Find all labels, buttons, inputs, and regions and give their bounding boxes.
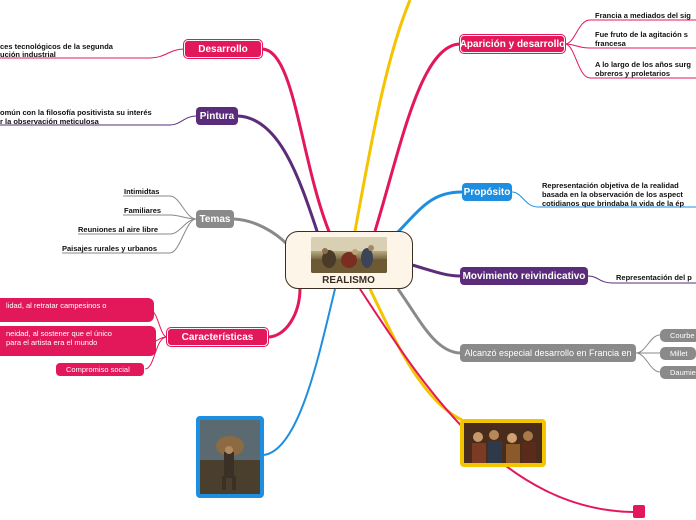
branch-desarrollo[interactable]: Desarrollo xyxy=(184,40,262,58)
alcanzo-item-courbet[interactable]: Courbe xyxy=(660,329,696,342)
sub-connector-aparicion-3 xyxy=(564,43,696,79)
branch-temas[interactable]: Temas xyxy=(196,210,234,228)
branch-aparicion[interactable]: Aparición y desarrollo xyxy=(460,35,565,53)
temas-item[interactable]: Familiares xyxy=(124,206,162,215)
caracteristica-item-compromiso[interactable]: Compromiso social xyxy=(56,363,144,376)
right-painting-image[interactable] xyxy=(460,419,546,467)
branch-movimiento-label: Movimiento reivindicativo xyxy=(462,270,586,282)
temas-item[interactable]: Intimidtas xyxy=(124,187,160,196)
man-with-bundle-figure xyxy=(200,420,260,494)
aparicion-item-1[interactable]: Francia a mediados del sig xyxy=(595,11,691,20)
central-painting-image xyxy=(311,237,387,273)
sub-connector-temas-1 xyxy=(123,195,197,220)
sub-connector-temas-2 xyxy=(123,214,197,220)
sub-connector-caract-3 xyxy=(144,336,168,370)
desarrollo-text-line1: ces tecnológicos de la segunda xyxy=(0,42,113,51)
sub-connector-alcanzo-3 xyxy=(635,352,661,373)
branch-caracteristicas[interactable]: Características xyxy=(167,328,268,346)
branch-desarrollo-label: Desarrollo xyxy=(198,43,248,55)
branch-pintura-label: Pintura xyxy=(199,110,235,122)
connector-bottom xyxy=(359,288,634,513)
branch-aparicion-label: Aparición y desarrollo xyxy=(459,38,566,50)
caracteristica-item-realismo[interactable]: lidad, al retratar campesinos o xyxy=(0,298,154,322)
crowd-scene-figures xyxy=(464,423,542,463)
branch-movimiento[interactable]: Movimiento reivindicativo xyxy=(460,267,588,285)
pintura-text-line2: r la observación meticulosa xyxy=(0,117,99,126)
sub-connector-movimiento xyxy=(587,275,696,284)
proposito-text-line3: cotidianos que brindaba la vida de la ép xyxy=(542,199,685,208)
connector-alcanzo xyxy=(396,288,461,355)
connector-right-image xyxy=(368,288,463,422)
bottom-small-node[interactable] xyxy=(633,505,645,518)
sub-connector-alcanzo-1 xyxy=(635,334,661,354)
connector-left-image xyxy=(263,288,336,456)
aparicion-item-2-line1[interactable]: Fue fruto de la agitación s xyxy=(595,30,688,39)
aparicion-item-3-line2: obreros y proletarios xyxy=(595,69,671,78)
branch-proposito[interactable]: Propósito xyxy=(462,183,512,201)
alcanzo-item-daumier[interactable]: Daumie xyxy=(660,366,696,379)
left-painting-image[interactable] xyxy=(196,416,264,498)
sub-connector-proposito xyxy=(511,191,696,208)
central-title: REALISMO xyxy=(322,275,375,286)
sub-connector-temas-4 xyxy=(62,218,197,254)
connector-temas xyxy=(233,217,290,247)
branch-proposito-label: Propósito xyxy=(463,186,511,198)
temas-item[interactable]: Reuniones al aire libre xyxy=(78,225,159,234)
central-topic[interactable]: REALISMO xyxy=(285,231,413,289)
proposito-text-line2: basada en la observación de los aspect xyxy=(542,190,683,199)
connector-yellow-top xyxy=(353,0,412,232)
alcanzo-item-millet[interactable]: Millet xyxy=(660,347,696,360)
connector-pintura xyxy=(237,114,320,235)
pintura-text-line1: omún con la filosofía positivista su int… xyxy=(0,108,152,117)
movimiento-text: Representación del p xyxy=(616,273,692,282)
connector-desarrollo xyxy=(261,47,332,235)
aparicion-item-3-line1[interactable]: A lo largo de los años surg xyxy=(595,60,691,69)
aparicion-item-2-line2: francesa xyxy=(595,39,626,48)
branch-pintura[interactable]: Pintura xyxy=(196,107,238,125)
connector-movimiento xyxy=(411,263,461,278)
connector-aparicion xyxy=(373,42,461,232)
temas-item[interactable]: Paisajes rurales y urbanos xyxy=(62,244,158,253)
sub-connector-pintura xyxy=(0,115,197,126)
branch-temas-label: Temas xyxy=(199,213,231,225)
desarrollo-text-line2: ución industrial xyxy=(0,50,56,59)
branch-alcanzo-label: Alcanzó especial desarrollo en Francia e… xyxy=(464,348,632,358)
sub-connector-aparicion-1 xyxy=(564,19,696,45)
sub-connector-desarrollo xyxy=(0,48,185,59)
sub-connector-aparicion-2 xyxy=(564,43,696,49)
connector-proposito xyxy=(393,190,463,237)
gleaners-figures xyxy=(311,237,387,273)
caracteristica-item-contemporaneidad[interactable]: neidad, al sostener que el único para el… xyxy=(0,326,156,356)
connector-caracteristicas xyxy=(267,287,302,339)
branch-caracteristicas-label: Características xyxy=(181,331,254,343)
proposito-text-line1: Representación objetiva de la realidad xyxy=(542,181,679,190)
branch-alcanzo[interactable]: Alcanzó especial desarrollo en Francia e… xyxy=(460,344,636,362)
